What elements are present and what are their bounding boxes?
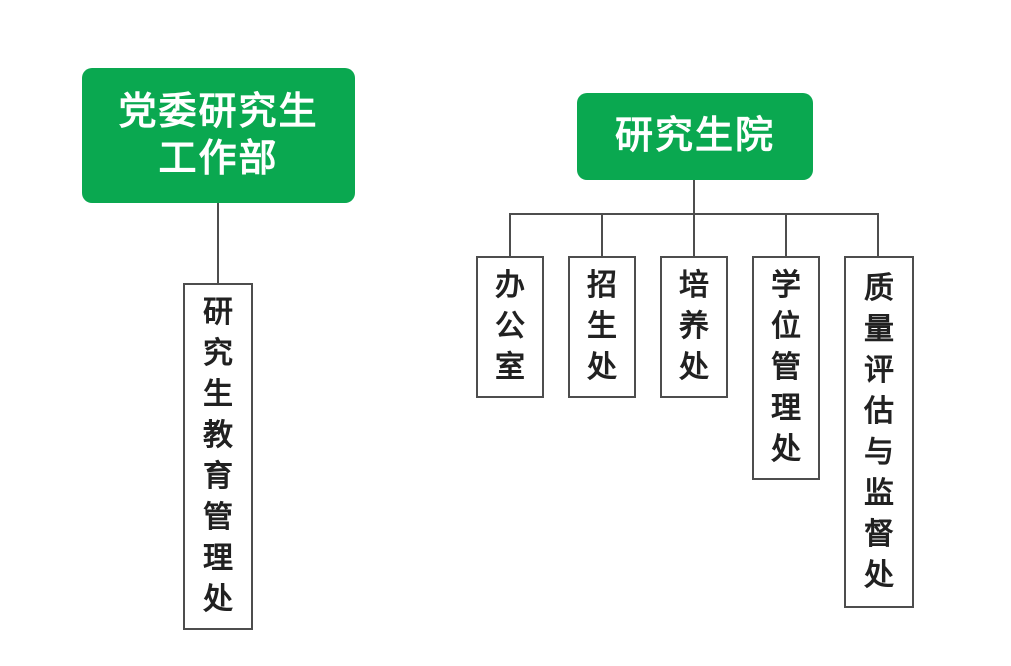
connector-drop-admissions [601, 213, 603, 256]
connector-drop-office [509, 213, 511, 256]
child-node-graduate-education-management-office: 研究生教育管理处 [183, 283, 253, 630]
root-node-party-committee-graduate-work-dept: 党委研究生 工作部 [82, 68, 355, 203]
root-node-label-line: 党委研究生 [118, 90, 319, 133]
connector-drop-degree-management [785, 213, 787, 256]
child-node-office: 办公室 [476, 256, 544, 398]
child-node-quality-evaluation-supervision-office: 质量评估与监督处 [844, 256, 914, 608]
connector-left-root-to-child [217, 203, 219, 283]
root-node-graduate-school: 研究生院 [577, 93, 813, 180]
root-node-label-line: 工作部 [158, 137, 279, 180]
child-node-admissions-office: 招生处 [568, 256, 636, 398]
connector-right-root-stem [693, 180, 695, 215]
root-node-label-line: 研究生院 [614, 115, 775, 157]
connector-drop-training [693, 213, 695, 256]
child-node-training-office: 培养处 [660, 256, 728, 398]
child-node-degree-management-office: 学位管理处 [752, 256, 820, 480]
connector-drop-quality-evaluation [877, 213, 879, 256]
